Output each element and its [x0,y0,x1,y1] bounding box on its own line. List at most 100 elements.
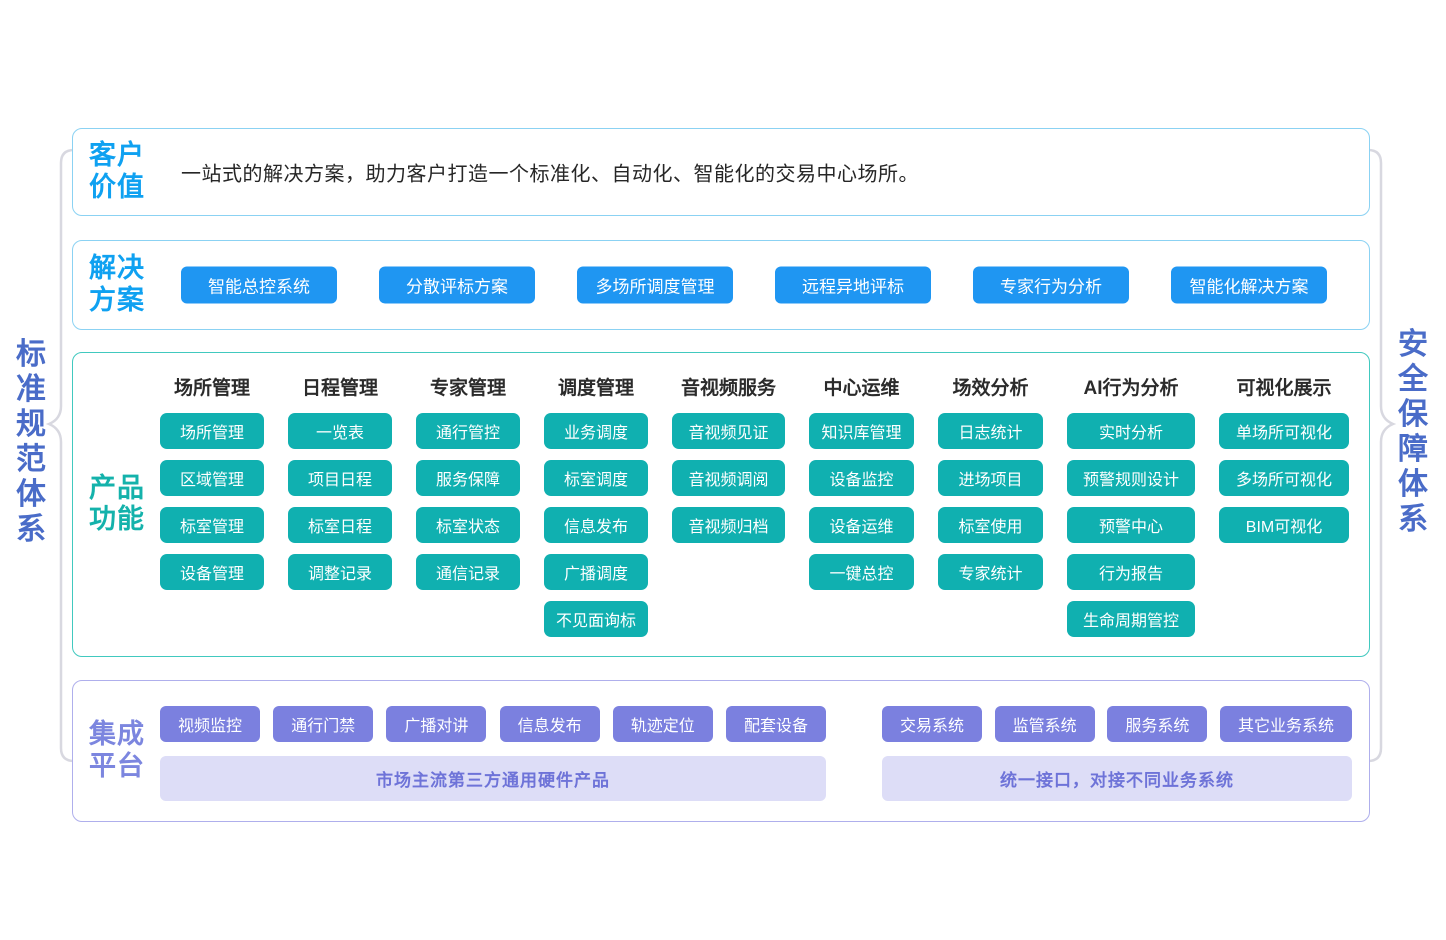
product-pill: 多场所可视化 [1219,460,1349,496]
product-pill: 专家统计 [938,554,1043,590]
business-group: 交易系统监管系统服务系统其它业务系统 统一接口，对接不同业务系统 [882,706,1352,801]
product-pill: 标室管理 [160,507,264,543]
product-column-header: 可视化展示 [1236,378,1332,399]
right-brace [1366,148,1397,763]
left-brace [45,148,76,763]
solutions-label-line2: 方案 [89,285,145,315]
product-pill: 信息发布 [544,507,648,543]
product-features-label-line1: 产品 [89,472,145,503]
hardware-chip: 视频监控 [160,706,261,742]
product-pill: 不见面询标 [544,601,648,637]
business-bar: 统一接口，对接不同业务系统 [882,756,1352,801]
section-product-features: 产品 功能 场所管理场所管理区域管理标室管理设备管理日程管理一览表项目日程标室日… [72,352,1370,657]
product-pill: 音视频调阅 [672,460,785,496]
integration-platform-label: 集成 平台 [89,719,145,783]
product-pill: 服务保障 [416,460,520,496]
section-solutions: 解决 方案 智能总控系统分散评标方案多场所调度管理远程异地评标专家行为分析智能化… [72,240,1370,330]
banner-char: 标 [16,338,46,371]
product-column-header: AI行为分析 [1083,378,1179,399]
customer-value-description: 一站式的解决方案，助力客户打造一个标准化、自动化、智能化的交易中心场所。 [181,163,919,186]
product-pill: 实时分析 [1067,413,1195,449]
customer-value-label-line1: 客户 [89,140,145,171]
business-chip: 服务系统 [1107,706,1208,742]
product-column: 场所管理场所管理区域管理标室管理设备管理 [160,375,264,648]
hardware-chip: 信息发布 [499,706,600,742]
product-pill: 标室日程 [288,507,392,543]
solution-pill: 远程异地评标 [775,266,931,304]
solution-pill: 智能化解决方案 [1171,266,1327,304]
product-column-header: 中心运维 [823,378,900,399]
product-column: 中心运维知识库管理设备监控设备运维一键总控 [809,375,914,648]
banner-char: 全 [1398,363,1428,396]
product-column-header: 场所管理 [173,378,250,399]
hardware-chip: 配套设备 [725,706,826,742]
product-pill: 一键总控 [809,554,914,590]
product-pill: 区域管理 [160,460,264,496]
integration-platform-label-line2: 平台 [89,751,145,781]
product-pill: 知识库管理 [809,413,914,449]
hardware-chip: 通行门禁 [273,706,374,742]
product-pill: 标室调度 [544,460,648,496]
banner-char: 准 [16,373,46,406]
right-banner-security-assurance-system: 安全保障体系 [1395,330,1431,535]
product-pill: 场所管理 [160,413,264,449]
product-pill: 单场所可视化 [1219,413,1349,449]
product-pill: 预警中心 [1067,507,1195,543]
product-pill: 通信记录 [416,554,520,590]
product-column: AI行为分析实时分析预警规则设计预警中心行为报告生命周期管控 [1067,375,1195,648]
business-chip-row: 交易系统监管系统服务系统其它业务系统 [882,706,1352,742]
banner-char: 体 [1398,468,1428,501]
banner-char: 安 [1398,328,1428,361]
banner-char: 保 [1398,398,1428,431]
integration-platform-label-line1: 集成 [89,719,145,750]
solutions-button-row: 智能总控系统分散评标方案多场所调度管理远程异地评标专家行为分析智能化解决方案 [181,266,1327,304]
product-pill: 广播调度 [544,554,648,590]
product-column: 音视频服务音视频见证音视频调阅音视频归档 [672,375,785,648]
product-pill: 音视频见证 [672,413,785,449]
product-pill: 一览表 [288,413,392,449]
product-column-header: 音视频服务 [680,378,776,399]
hardware-group: 视频监控通行门禁广播对讲信息发布轨迹定位配套设备 市场主流第三方通用硬件产品 [160,706,826,801]
product-features-label: 产品 功能 [89,473,145,537]
product-column-header: 场效分析 [952,378,1029,399]
product-pill: 通行管控 [416,413,520,449]
solutions-label: 解决 方案 [89,253,145,317]
banner-char: 系 [16,513,46,546]
product-pill: 业务调度 [544,413,648,449]
product-pill: 调整记录 [288,554,392,590]
product-column-header: 调度管理 [557,378,634,399]
product-pill: 设备运维 [809,507,914,543]
banner-char: 系 [1398,503,1428,536]
product-pill: 预警规则设计 [1067,460,1195,496]
product-pill: 行为报告 [1067,554,1195,590]
product-pill: 标室状态 [416,507,520,543]
product-pill: 标室使用 [938,507,1043,543]
product-pill: 生命周期管控 [1067,601,1195,637]
product-pill: 项目日程 [288,460,392,496]
banner-char: 范 [16,443,46,476]
banner-char: 体 [16,478,46,511]
business-chip: 监管系统 [994,706,1095,742]
product-column-header: 日程管理 [301,378,378,399]
product-pill: 音视频归档 [672,507,785,543]
banner-char: 规 [16,408,46,441]
solution-pill: 专家行为分析 [973,266,1129,304]
product-column: 专家管理通行管控服务保障标室状态通信记录 [416,375,520,648]
product-pill: 日志统计 [938,413,1043,449]
business-chip: 交易系统 [882,706,983,742]
business-chip: 其它业务系统 [1219,706,1352,742]
solutions-label-line1: 解决 [89,253,145,284]
product-pill: 设备监控 [809,460,914,496]
hardware-chip: 轨迹定位 [612,706,713,742]
hardware-bar: 市场主流第三方通用硬件产品 [160,756,826,801]
section-integration-platform: 集成 平台 视频监控通行门禁广播对讲信息发布轨迹定位配套设备 市场主流第三方通用… [72,680,1370,822]
product-columns: 场所管理场所管理区域管理标室管理设备管理日程管理一览表项目日程标室日程调整记录专… [160,375,1349,648]
solution-pill: 智能总控系统 [181,266,337,304]
hardware-chip-row: 视频监控通行门禁广播对讲信息发布轨迹定位配套设备 [160,706,826,742]
product-column: 场效分析日志统计进场项目标室使用专家统计 [938,375,1043,648]
left-banner-standard-spec-system: 标准规范体系 [13,340,49,545]
solution-pill: 分散评标方案 [379,266,535,304]
customer-value-label-line2: 价值 [89,172,145,202]
